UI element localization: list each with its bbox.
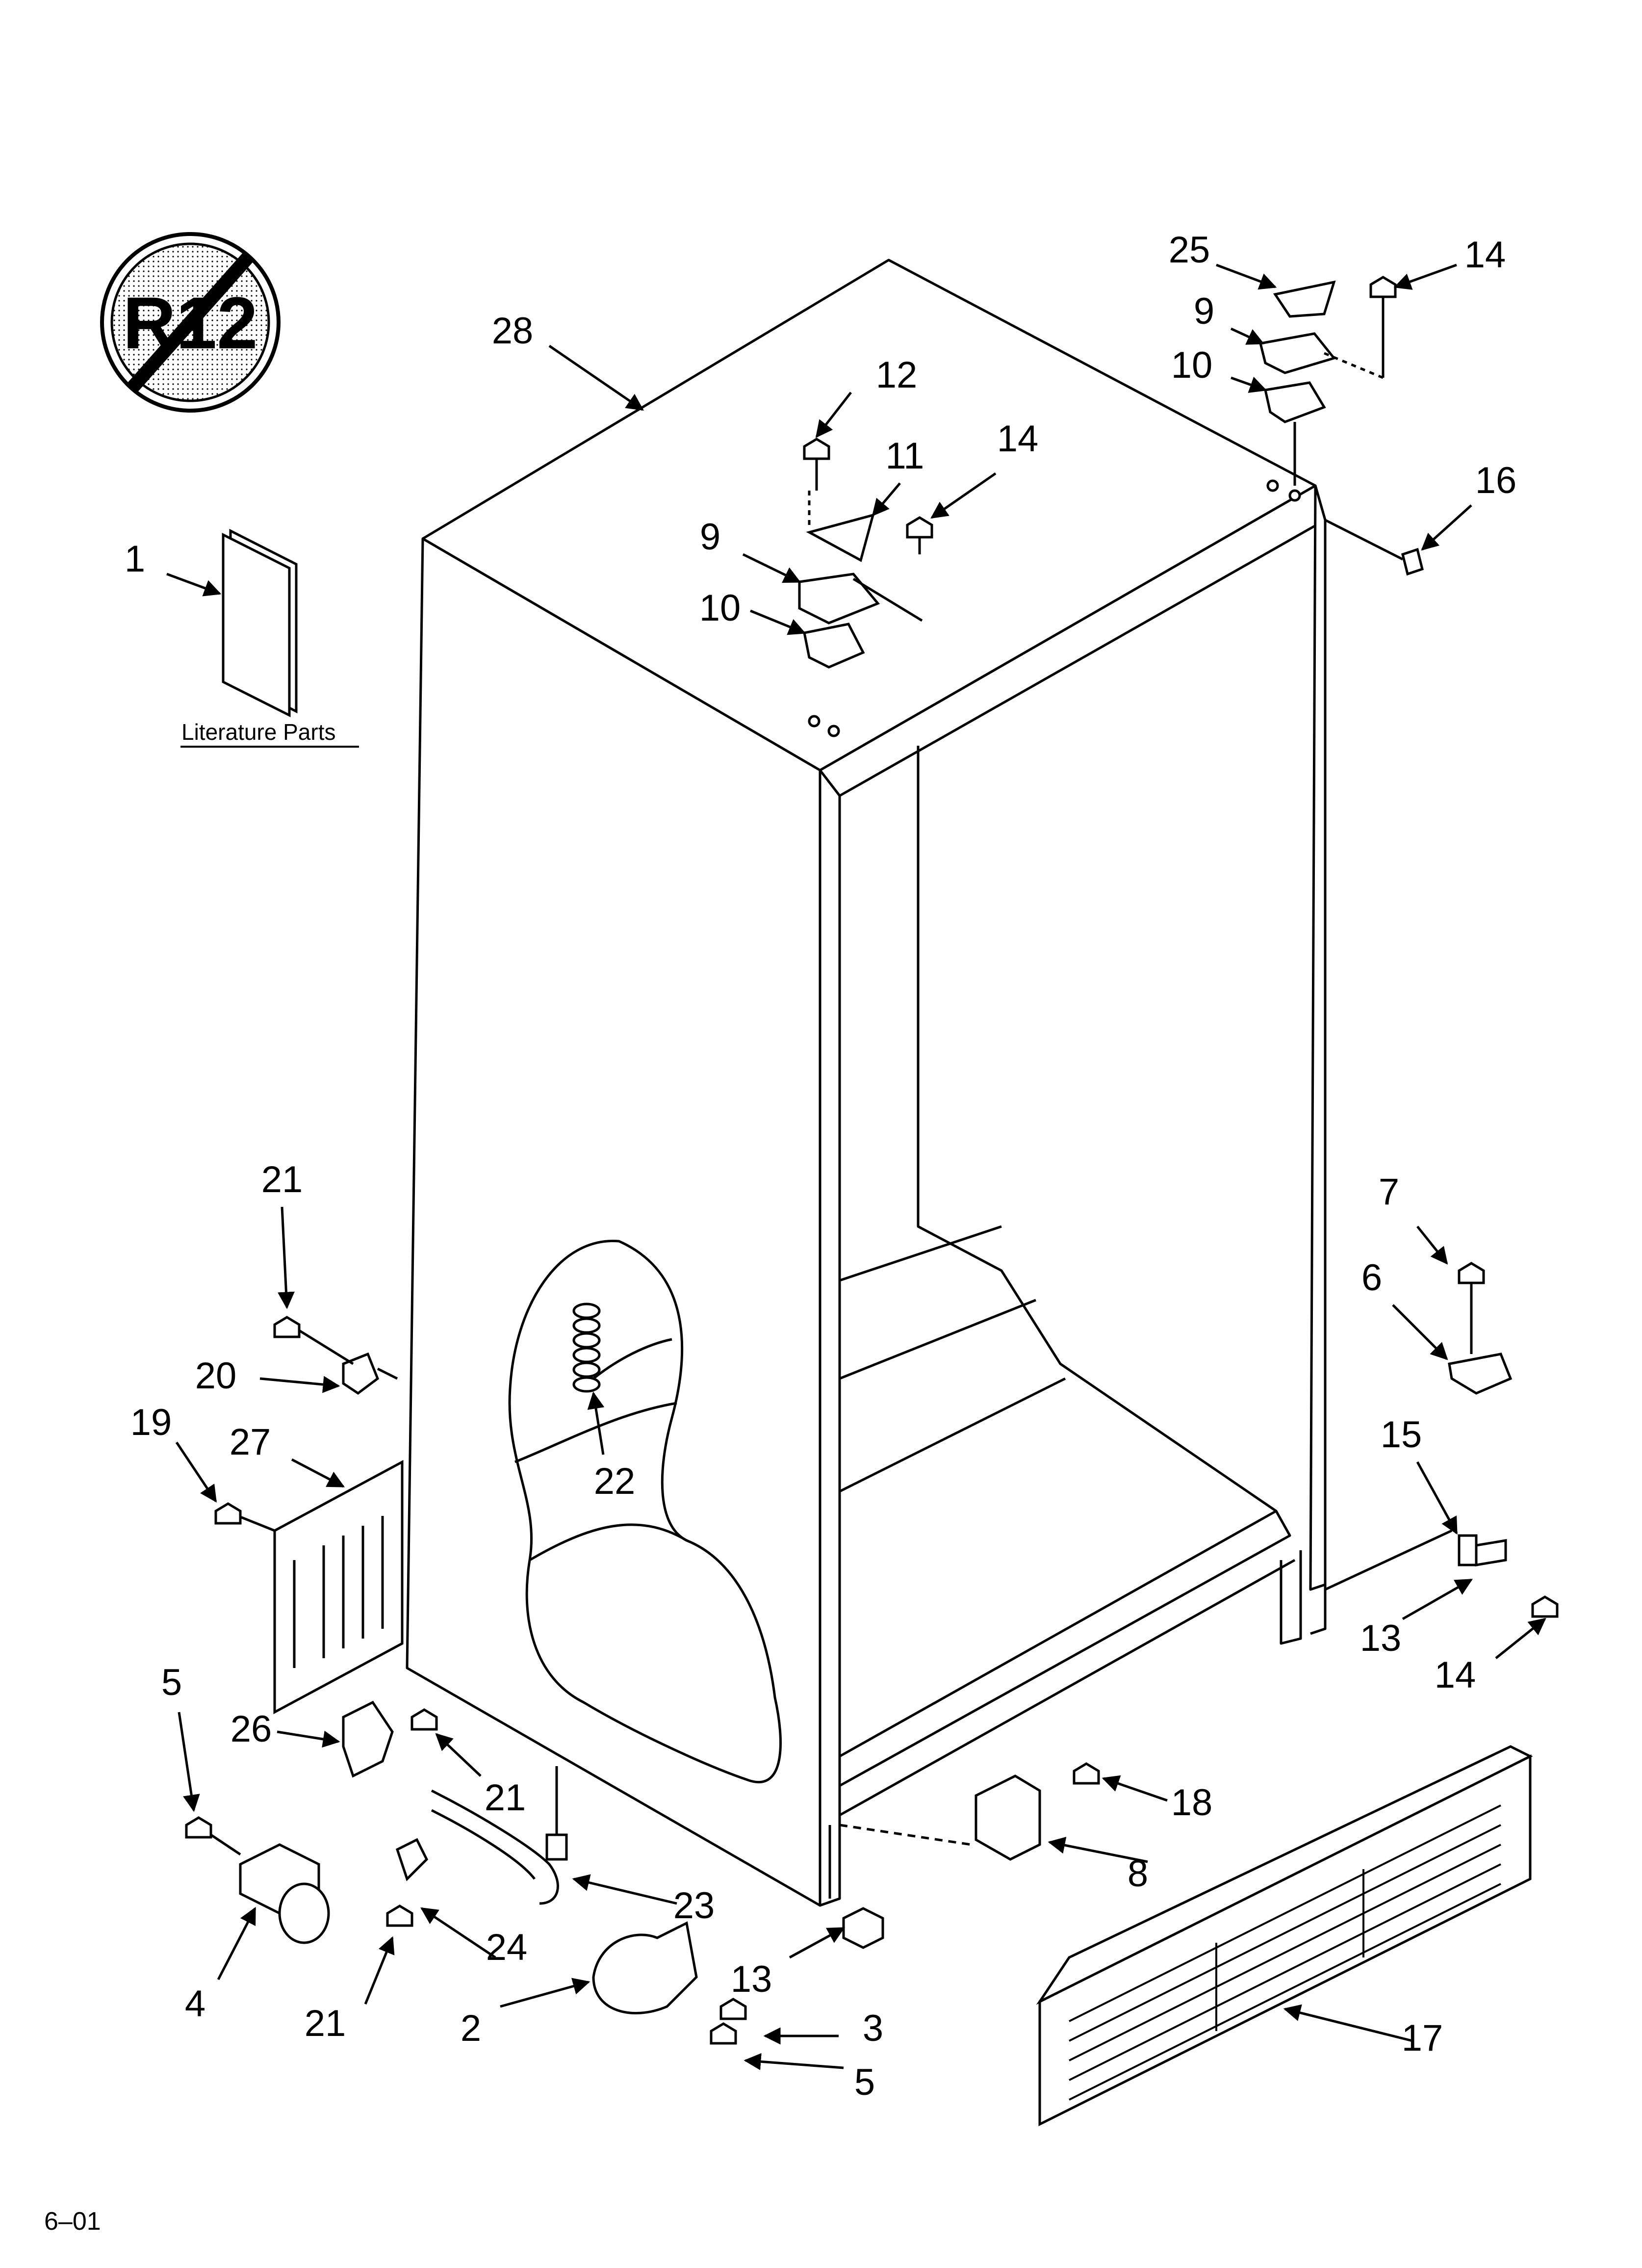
kick-plate-grille — [1036, 1745, 1533, 2127]
hinge-assembly-left — [798, 438, 933, 737]
callout-21-middle: 21 — [485, 1777, 526, 1819]
callout-28: 28 — [492, 310, 534, 352]
footer-code: 6–01 — [44, 2207, 101, 2236]
callout-21-lower: 21 — [305, 2003, 346, 2044]
left-parts — [185, 1316, 1100, 2045]
drain-coil — [572, 1303, 601, 1393]
cabinet-liner — [406, 259, 1327, 1907]
callout-labels: 28 1 12 11 14 9 10 25 14 9 10 16 21 20 1… — [125, 229, 1516, 2103]
callout-10-left: 10 — [699, 587, 741, 629]
callout-21-upper: 21 — [261, 1159, 303, 1200]
callout-16: 16 — [1475, 460, 1517, 501]
callout-27: 27 — [230, 1421, 271, 1463]
callout-20: 20 — [195, 1355, 237, 1397]
callout-17: 17 — [1402, 2017, 1443, 2059]
callout-15: 15 — [1381, 1414, 1422, 1456]
hinge-assembly-right — [1258, 276, 1424, 576]
literature-parts-label: Literature Parts — [181, 719, 335, 745]
callout-12: 12 — [876, 354, 918, 396]
callout-10-right: 10 — [1171, 344, 1213, 386]
no-r12-badge: R12 — [100, 232, 281, 413]
callout-9-right: 9 — [1194, 290, 1214, 332]
literature-booklet: Literature Parts — [180, 528, 359, 748]
callout-11: 11 — [886, 435, 924, 477]
callout-25: 25 — [1169, 229, 1210, 271]
callout-26: 26 — [231, 1708, 272, 1750]
callout-22: 22 — [594, 1460, 636, 1502]
callout-14-top-left: 14 — [997, 418, 1039, 460]
callout-14-right: 14 — [1435, 1654, 1476, 1696]
callout-4: 4 — [185, 1983, 205, 2025]
callout-23: 23 — [673, 1885, 715, 1927]
bracket-right-upper — [1448, 1262, 1513, 1395]
leader-lines — [166, 263, 1546, 2070]
callout-2: 2 — [461, 2007, 481, 2049]
callout-13-right: 13 — [1360, 1617, 1402, 1659]
callout-6: 6 — [1361, 1257, 1382, 1299]
callout-13-bottom: 13 — [731, 1958, 772, 2000]
callout-8: 8 — [1128, 1853, 1148, 1895]
callout-5-left: 5 — [161, 1662, 182, 1703]
callout-7: 7 — [1379, 1171, 1399, 1213]
callout-14-top-right: 14 — [1464, 234, 1506, 276]
callout-18: 18 — [1171, 1782, 1213, 1824]
callout-19: 19 — [130, 1402, 172, 1443]
callout-3: 3 — [863, 2007, 883, 2049]
callout-1: 1 — [125, 538, 145, 580]
callout-24: 24 — [486, 1927, 528, 1968]
callout-9-left: 9 — [700, 516, 720, 558]
bracket-right-lower — [1324, 1529, 1559, 1618]
callout-5-bottom: 5 — [854, 2061, 875, 2103]
